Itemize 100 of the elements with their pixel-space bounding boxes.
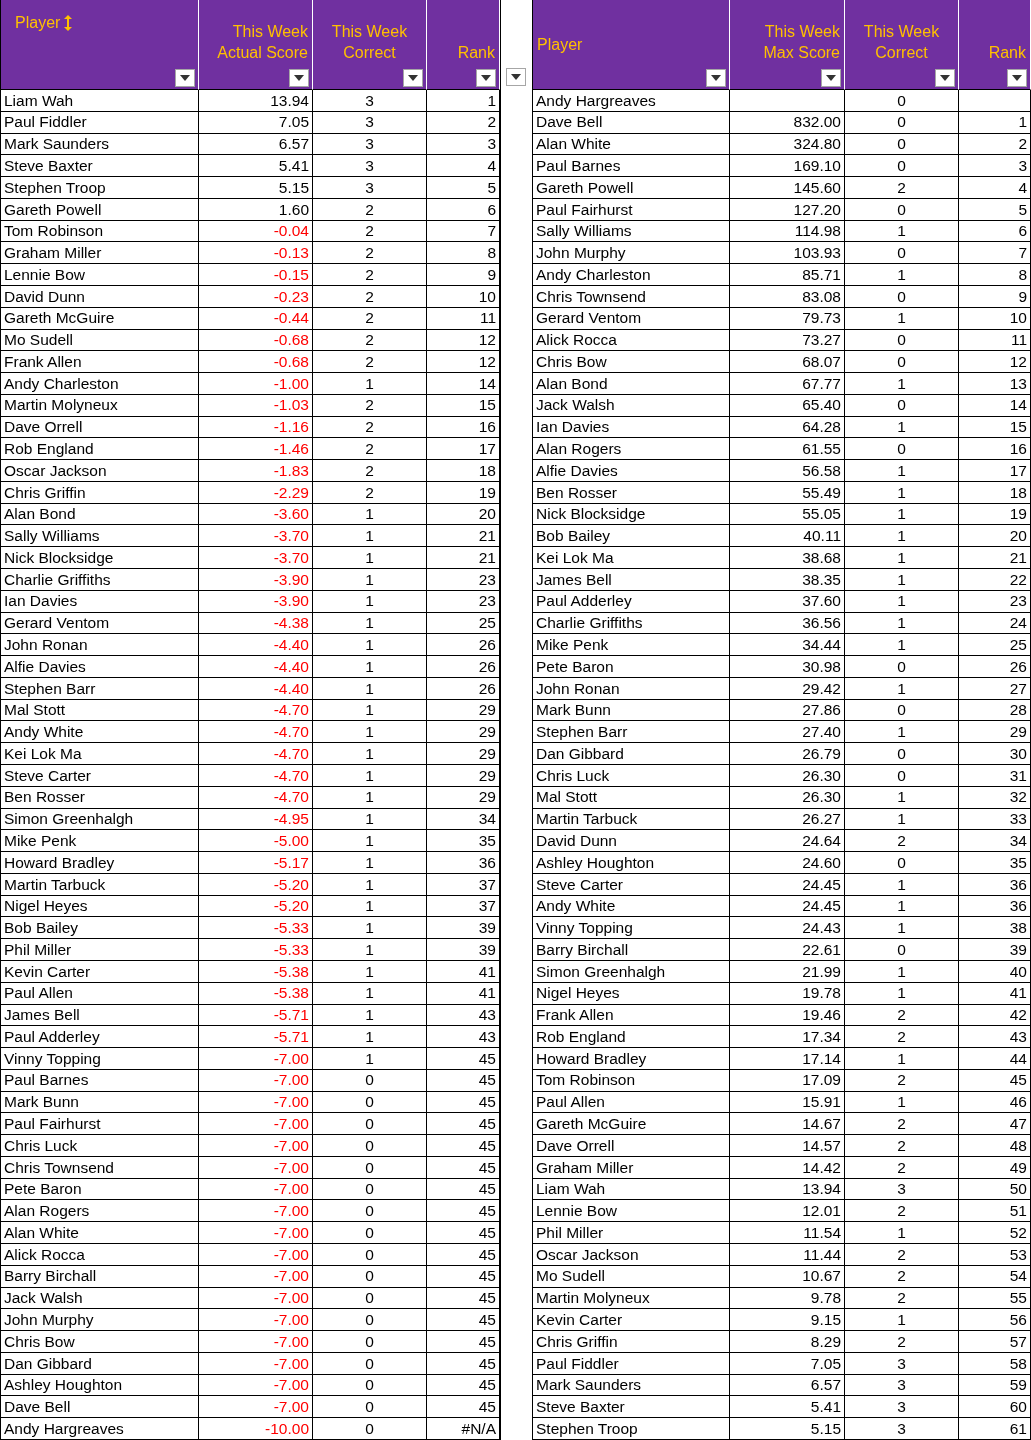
rank-value: 9 — [959, 285, 1031, 308]
score-value: -5.00 — [199, 830, 313, 853]
player-name: Chris Bow — [533, 351, 730, 374]
rank-value: 49 — [959, 1156, 1031, 1179]
score-value: -7.00 — [199, 1374, 313, 1397]
correct-count: 1 — [845, 808, 959, 831]
player-name: Alan Rogers — [1, 1200, 199, 1223]
score-value: -7.00 — [199, 1048, 313, 1070]
player-name: Nigel Heyes — [1, 895, 199, 918]
correct-count: 0 — [313, 1244, 427, 1266]
player-name: Ian Davies — [1, 590, 199, 613]
player-name: Ben Rosser — [1, 786, 199, 809]
correct-count: 3 — [313, 90, 427, 112]
score-value: 9.78 — [730, 1287, 845, 1310]
rank-value: 53 — [959, 1244, 1031, 1266]
rank-value: 52 — [959, 1222, 1031, 1245]
score-value: -7.00 — [199, 1222, 313, 1245]
rank-value: 30 — [959, 743, 1031, 765]
correct-count: 1 — [845, 982, 959, 1005]
correct-count: 2 — [845, 1004, 959, 1027]
score-value: 13.94 — [199, 90, 313, 112]
rank-value: 45 — [427, 1396, 500, 1419]
rank-value: 61 — [959, 1418, 1031, 1440]
player-name: Ben Rosser — [533, 481, 730, 504]
score-value: -3.90 — [199, 590, 313, 613]
correct-count: 1 — [313, 743, 427, 765]
correct-count: 2 — [845, 177, 959, 199]
player-name: Chris Luck — [533, 765, 730, 787]
correct-count: 2 — [845, 830, 959, 853]
correct-count: 2 — [313, 438, 427, 461]
rank-value: 17 — [427, 438, 500, 461]
rank-value: 38 — [959, 917, 1031, 940]
rank-value: 4 — [959, 177, 1031, 199]
correct-count: 2 — [313, 264, 427, 286]
score-value: -7.00 — [199, 1352, 313, 1375]
rank-value: #N/A — [427, 1418, 500, 1440]
rank-value: 33 — [959, 808, 1031, 831]
rank-value: 26 — [427, 677, 500, 700]
rank-value: 6 — [427, 198, 500, 221]
correct-count: 1 — [845, 960, 959, 983]
score-value: 24.45 — [730, 873, 845, 896]
correct-count: 2 — [313, 416, 427, 439]
score-value: 832.00 — [730, 111, 845, 134]
correct-count: 1 — [313, 960, 427, 983]
score-value: -5.17 — [199, 852, 313, 874]
rank-value: 4 — [427, 155, 500, 178]
score-value: -3.60 — [199, 503, 313, 526]
player-name: Kevin Carter — [533, 1309, 730, 1332]
score-value: 6.57 — [199, 133, 313, 156]
player-name: Liam Wah — [1, 90, 199, 112]
player-name: Mark Bunn — [1, 1091, 199, 1114]
score-value: -4.70 — [199, 743, 313, 765]
score-value: -1.00 — [199, 373, 313, 395]
player-name: Pete Baron — [1, 1178, 199, 1201]
correct-count: 1 — [845, 547, 959, 570]
score-value: -7.00 — [199, 1091, 313, 1114]
player-name: Stephen Barr — [1, 677, 199, 700]
score-value: 30.98 — [730, 656, 845, 678]
score-value: -4.95 — [199, 808, 313, 831]
rank-value: 15 — [959, 416, 1031, 439]
player-name: Andy Charleston — [1, 373, 199, 395]
correct-count: 2 — [313, 394, 427, 417]
score-value: -0.68 — [199, 351, 313, 374]
score-value: -7.00 — [199, 1156, 313, 1179]
correct-count: 0 — [845, 394, 959, 417]
rank-value: 34 — [427, 808, 500, 831]
score-value: 55.49 — [730, 481, 845, 504]
player-name: John Murphy — [533, 242, 730, 265]
rank-value: 10 — [959, 307, 1031, 330]
correct-count: 0 — [313, 1309, 427, 1332]
correct-count: 0 — [845, 743, 959, 765]
score-value: 64.28 — [730, 416, 845, 439]
rank-value: 1 — [427, 90, 500, 112]
score-value: 38.68 — [730, 547, 845, 570]
score-value: 61.55 — [730, 438, 845, 461]
rank-value: 11 — [427, 307, 500, 330]
score-value: -5.33 — [199, 939, 313, 961]
rank-value: 48 — [959, 1135, 1031, 1157]
score-value: -0.44 — [199, 307, 313, 330]
rank-value: 28 — [959, 699, 1031, 722]
correct-count: 0 — [845, 90, 959, 112]
score-value: -0.15 — [199, 264, 313, 286]
correct-count: 1 — [845, 1309, 959, 1332]
player-name: Simon Greenhalgh — [533, 960, 730, 983]
player-name: Phil Miller — [533, 1222, 730, 1245]
rank-value: 25 — [959, 634, 1031, 657]
rank-value: 12 — [427, 351, 500, 374]
player-name: Chris Bow — [1, 1331, 199, 1353]
score-value: 85.71 — [730, 264, 845, 286]
rank-value: 26 — [427, 656, 500, 678]
player-name: Mark Saunders — [1, 133, 199, 156]
rank-value: 16 — [427, 416, 500, 439]
player-name: Lennie Bow — [533, 1200, 730, 1223]
player-name: Mal Stott — [533, 786, 730, 809]
rank-value: 22 — [959, 569, 1031, 591]
rank-value: 21 — [959, 547, 1031, 570]
rank-value: 29 — [427, 743, 500, 765]
rank-value: 23 — [427, 569, 500, 591]
score-value: -4.40 — [199, 677, 313, 700]
player-name: Nigel Heyes — [533, 982, 730, 1005]
